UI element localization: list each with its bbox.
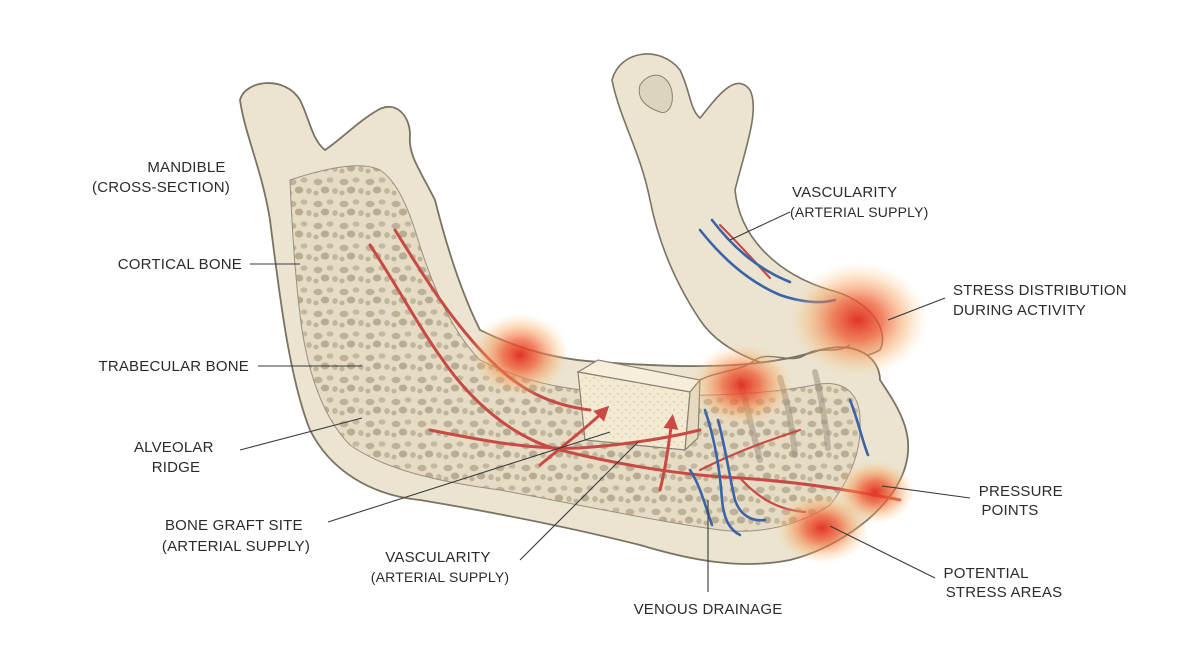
label-cortical-bone: CORTICAL BONE bbox=[118, 256, 242, 273]
leader-vascularity-lower bbox=[519, 441, 639, 561]
stress-regions bbox=[470, 262, 928, 564]
leader-vascularity-upper bbox=[729, 211, 791, 241]
stress-glow-left bbox=[470, 313, 570, 397]
stress-glow-center bbox=[690, 343, 794, 427]
label-vascularity-lower: VASCULARITY (ARTERIAL SUPPLY) bbox=[371, 549, 510, 585]
leader-stress bbox=[887, 297, 946, 321]
leader-alveolar bbox=[239, 417, 363, 451]
label-bone-graft-site: BONE GRAFT SITE (ARTERIAL SUPPLY) bbox=[162, 517, 310, 555]
label-potential-stress-areas: POTENTIAL STRESS AREAS bbox=[944, 565, 1063, 601]
label-mandible: MANDIBLE (CROSS-SECTION) bbox=[92, 159, 230, 196]
labels: MANDIBLE (CROSS-SECTION) CORTICAL BONE T… bbox=[92, 159, 1131, 618]
label-venous-drainage: VENOUS DRAINAGE bbox=[634, 601, 783, 618]
potential-stress-glow bbox=[774, 492, 870, 564]
label-trabecular-bone: TRABECULAR BONE bbox=[98, 358, 249, 375]
leader-pressure bbox=[881, 485, 971, 499]
leader-bone-graft bbox=[327, 431, 611, 523]
label-vascularity-upper: VASCULARITY (ARTERIAL SUPPLY) bbox=[790, 184, 929, 220]
label-stress-distribution: STRESS DISTRIBUTION DURING ACTIVITY bbox=[953, 282, 1131, 319]
label-alveolar-ridge: ALVEOLAR RIDGE bbox=[134, 439, 218, 476]
leader-lines bbox=[239, 211, 971, 592]
stress-glow-upper-right bbox=[788, 262, 928, 378]
label-pressure-points: PRESSURE POINTS bbox=[979, 483, 1068, 519]
leader-potential bbox=[829, 525, 936, 579]
